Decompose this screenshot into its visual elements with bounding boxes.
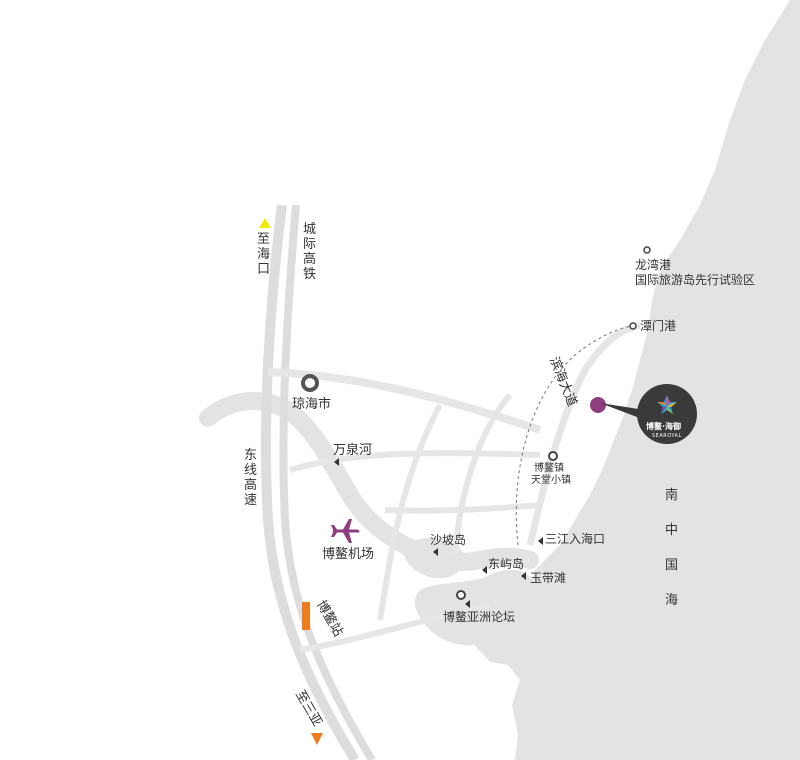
road-c — [377, 403, 443, 621]
label-tanmen-port: 潭门港 — [640, 319, 677, 333]
road-e — [299, 602, 491, 653]
label-boao-town: 博鳌镇 — [534, 463, 564, 474]
station-marker — [302, 602, 310, 630]
road-qionghai-north — [267, 368, 542, 434]
road-a — [289, 450, 541, 473]
sea-area — [470, 0, 800, 760]
project-callout-arrow — [600, 403, 645, 420]
poi-dot-icon — [456, 590, 466, 600]
label-to-haikou: 至海口 — [256, 232, 270, 277]
intercity-rail-track — [279, 204, 376, 760]
city-ring-icon — [301, 374, 319, 392]
label-boao-airport: 博鳌机场 — [322, 547, 375, 562]
label-south-china-sea: 南中国海 — [664, 488, 678, 608]
triangle-pointer-icon — [433, 548, 438, 556]
poi-dot-icon — [629, 322, 637, 330]
label-longwan-port: 龙湾港 — [635, 258, 672, 272]
triangle-pointer-icon — [465, 600, 470, 608]
airplane-icon — [331, 519, 360, 543]
label-wanquan-river: 万泉河 — [333, 443, 373, 458]
binhai-avenue-road — [526, 321, 641, 546]
star-logo-icon — [657, 395, 677, 414]
east-expressway-road — [260, 204, 360, 760]
triangle-pointer-icon — [334, 458, 339, 466]
label-east-expressway: 东线高速 — [243, 448, 257, 508]
road-d — [452, 393, 513, 556]
label-dongyu-island: 东屿岛 — [488, 557, 525, 571]
poi-dot-icon — [643, 246, 651, 254]
label-qionghai: 琼海市 — [292, 397, 332, 412]
label-yudai-beach: 玉带滩 — [530, 571, 567, 585]
poi-dot-icon — [548, 451, 558, 461]
label-shapo-island: 沙坡岛 — [430, 533, 467, 547]
logo-name: 博鳌·海御 — [646, 422, 682, 431]
triangle-pointer-icon — [482, 566, 487, 574]
label-pilot-zone: 国际旅游岛先行试验区 — [635, 273, 756, 287]
triangle-pointer-icon — [538, 537, 543, 545]
dashed-route — [515, 325, 633, 546]
project-logo-badge — [637, 384, 697, 444]
triangle-pointer-icon — [521, 572, 526, 580]
label-bfa: 博鳌亚洲论坛 — [443, 610, 516, 624]
north-arrow-icon — [259, 218, 271, 228]
project-marker — [590, 397, 606, 413]
shapo-island-shape — [405, 537, 465, 579]
logo-en: SEAROYAL — [652, 433, 682, 439]
label-intercity-rail: 城际高铁 — [302, 222, 316, 282]
south-arrow-icon — [311, 733, 323, 745]
label-sanjiang-estuary: 三江入海口 — [545, 532, 606, 546]
label-paradise-town: 天堂小镇 — [531, 475, 571, 486]
